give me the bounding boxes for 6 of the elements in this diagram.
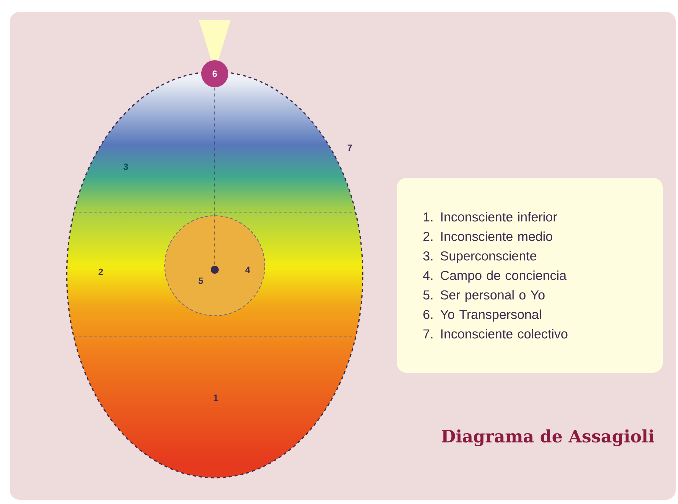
connector-line	[214, 87, 216, 266]
dot-label: 5	[198, 278, 204, 284]
diagram-title: Diagrama de Assagioli	[442, 430, 654, 446]
dot	[211, 266, 219, 274]
callout-number: 7	[348, 144, 352, 152]
legend-box: 1. Inconsciente inferior 2. Inconsciente medio 3. Superconsciente 4. Campo de conciencia 5. Ser personal o Yo 6. Yo Transpersonal 7. Inconsciente colectivo	[397, 178, 663, 373]
